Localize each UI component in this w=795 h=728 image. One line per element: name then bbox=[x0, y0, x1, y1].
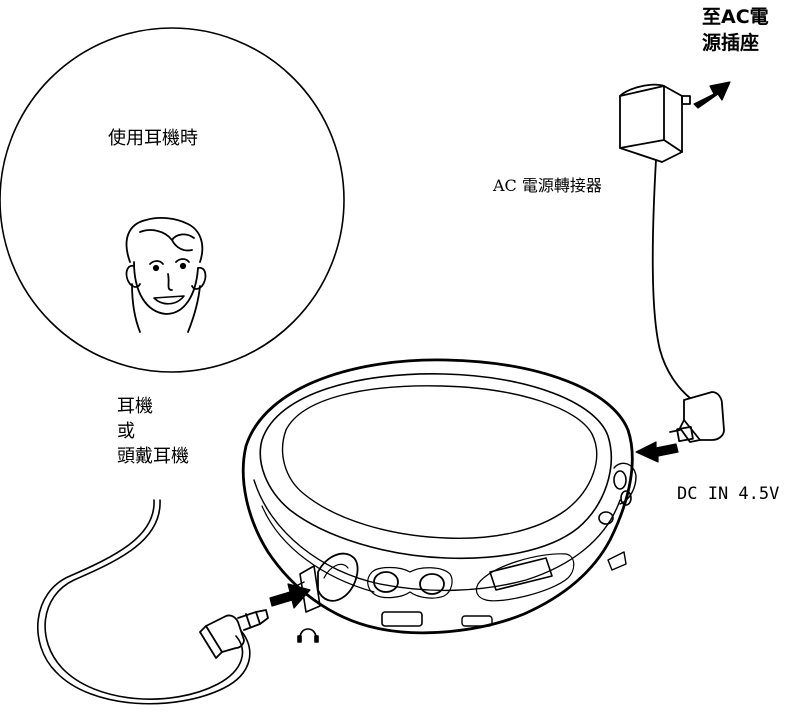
wall-outlet-label-line-1: 至AC電 bbox=[702, 6, 769, 28]
inset-circle bbox=[0, 27, 345, 373]
earphones-label: 耳機 或 頭戴耳機 bbox=[117, 394, 189, 469]
outlet-arrow-icon bbox=[693, 81, 731, 109]
earphones-label-line-3: 頭戴耳機 bbox=[117, 446, 189, 467]
headphone-plug-icon bbox=[199, 609, 269, 659]
headphone-cord-icon bbox=[37, 499, 251, 705]
person-face-icon bbox=[125, 217, 207, 333]
wall-outlet-label: 至AC電 源插座 bbox=[702, 4, 769, 56]
dc-plug-icon bbox=[669, 391, 725, 443]
ac-adapter-label: AC 電源轉接器 bbox=[493, 176, 602, 195]
dc-arrow-icon bbox=[635, 441, 679, 463]
when-using-earphones-label: 使用耳機時 bbox=[108, 128, 198, 149]
dc-in-label: DC IN 4.5V bbox=[677, 484, 780, 504]
ac-adapter-icon bbox=[619, 83, 691, 399]
headphones-icon bbox=[297, 628, 319, 643]
earphones-label-line-2: 或 bbox=[117, 421, 135, 442]
wall-outlet-label-line-2: 源插座 bbox=[702, 32, 760, 54]
headphone-arrow-icon bbox=[269, 583, 311, 609]
cd-player-icon bbox=[241, 358, 637, 635]
earphones-label-line-1: 耳機 bbox=[117, 396, 153, 417]
